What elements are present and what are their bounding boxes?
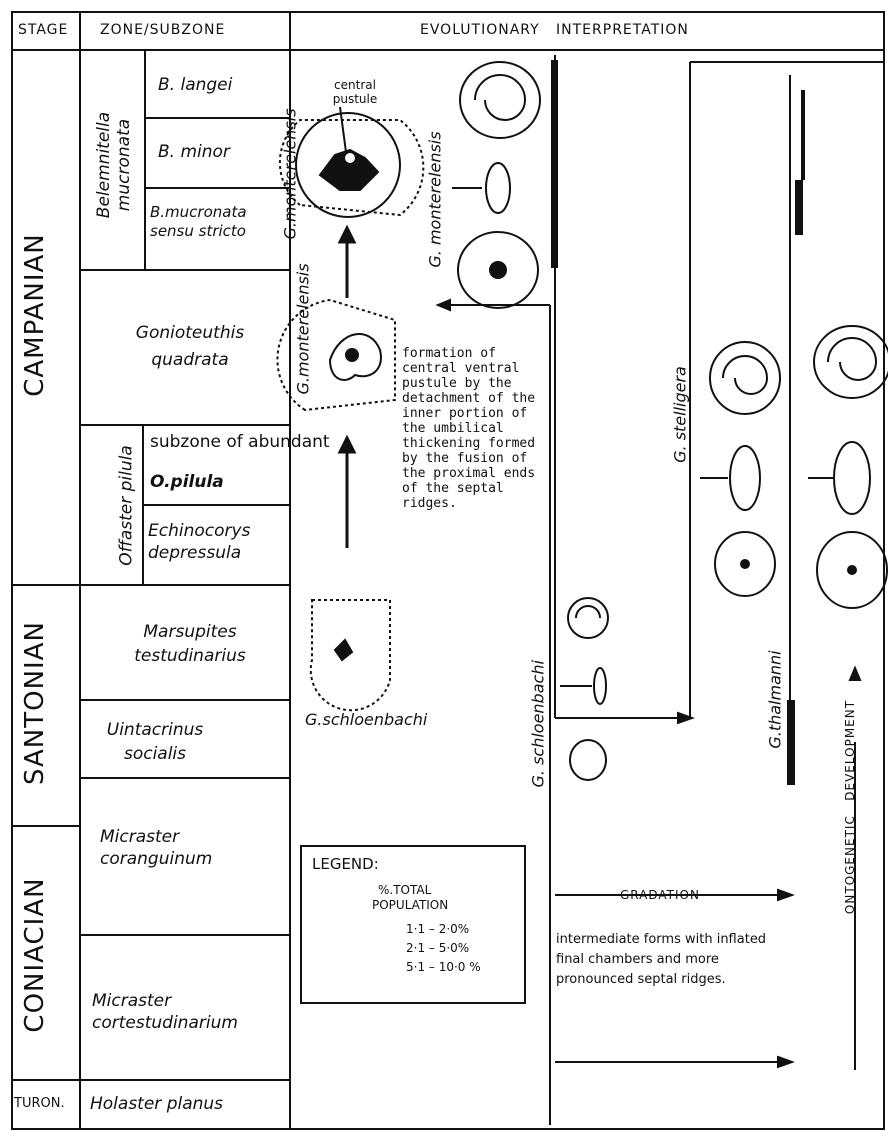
stage-coniacian: CONIACIAN: [20, 875, 50, 1035]
zone-gonioteuthis: Gonioteuthis quadrata: [100, 320, 280, 374]
zone-belemnitella: Belemnitella mucronata: [94, 106, 134, 224]
label-g-monterelensis-3: G. monterelensis: [426, 125, 445, 275]
label-g-schloenbachi-2: G. schloenbachi: [529, 668, 548, 788]
note-gradation: intermediate forms with inflated final c…: [556, 930, 771, 990]
note-formation: formation of central ventral pustule by …: [402, 346, 547, 511]
legend-range-2: 2·1 – 5·0%: [406, 941, 469, 955]
legend-subtitle-2: POPULATION: [372, 898, 448, 912]
zone-b-langei: B. langei: [158, 75, 232, 96]
zone-micraster-coranguinum: Micraster coranguinum: [100, 826, 220, 870]
legend-title: LEGEND:: [312, 855, 379, 873]
stage-campanian: CAMPANIAN: [20, 185, 50, 445]
zone-subzone-abundant: subzone of abundant: [150, 432, 330, 453]
fossil-sketches: [277, 62, 888, 780]
zone-offaster: Offaster pilula: [117, 431, 138, 581]
zone-b-minor: B. minor: [158, 142, 230, 163]
label-g-schloenbachi-1: G.schloenbachi: [305, 710, 427, 729]
label-g-thalmanni: G.thalmanni: [766, 650, 785, 750]
label-gradation: GRADATION: [620, 888, 700, 902]
zone-b-mucronata: B.mucronata sensu stricto: [150, 203, 286, 241]
stage-turonian: TURON.: [14, 1096, 65, 1111]
monterelensis-sketch-top: [280, 107, 423, 217]
label-g-stelligera: G. stelligera: [671, 365, 690, 465]
label-central-pustule: central pustule: [320, 78, 390, 106]
zone-holaster: Holaster planus: [90, 1094, 223, 1115]
header-interpretation: EVOLUTIONARY INTERPRETATION: [420, 22, 689, 38]
label-g-monterelensis-1: G.monterelensis: [281, 120, 300, 240]
legend-range-1: 1·1 – 2·0%: [406, 922, 469, 936]
zone-o-pilula: O.pilula: [150, 472, 224, 493]
stage-santonian: SANTONIAN: [20, 625, 50, 785]
thalmanni-tests: [814, 326, 888, 608]
zone-echinocorys: Echinocorys depressula: [148, 520, 288, 564]
schloenbachi-sketch: [311, 600, 390, 710]
header-stage: STAGE: [18, 22, 68, 38]
schloenbachi-tests: [568, 598, 608, 780]
zone-uintacrinus: Uintacrinus socialis: [95, 718, 215, 766]
monterelensis-tests: [458, 62, 540, 308]
legend-range-3: 5·1 – 10·0 %: [406, 960, 481, 974]
zone-micraster-cortestudinarium: Micraster cortestudinarium: [92, 990, 272, 1034]
legend-subtitle-1: %.TOTAL: [378, 883, 431, 897]
header-zone: ZONE/SUBZONE: [100, 22, 225, 38]
label-g-monterelensis-2: G.monterelensis: [294, 295, 313, 395]
stelligera-tests: [710, 342, 780, 596]
label-ontogenetic: ONTOGENETIC DEVELOPMENT: [843, 657, 857, 957]
zone-marsupites: Marsupites testudinarius: [100, 620, 280, 668]
